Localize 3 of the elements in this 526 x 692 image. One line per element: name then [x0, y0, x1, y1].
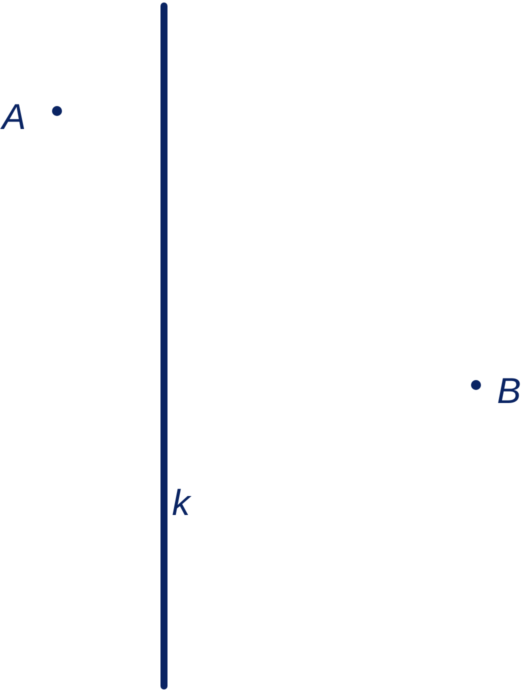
point-label: B [497, 373, 522, 409]
point-label: A [2, 99, 26, 135]
line-label: k [172, 485, 190, 521]
